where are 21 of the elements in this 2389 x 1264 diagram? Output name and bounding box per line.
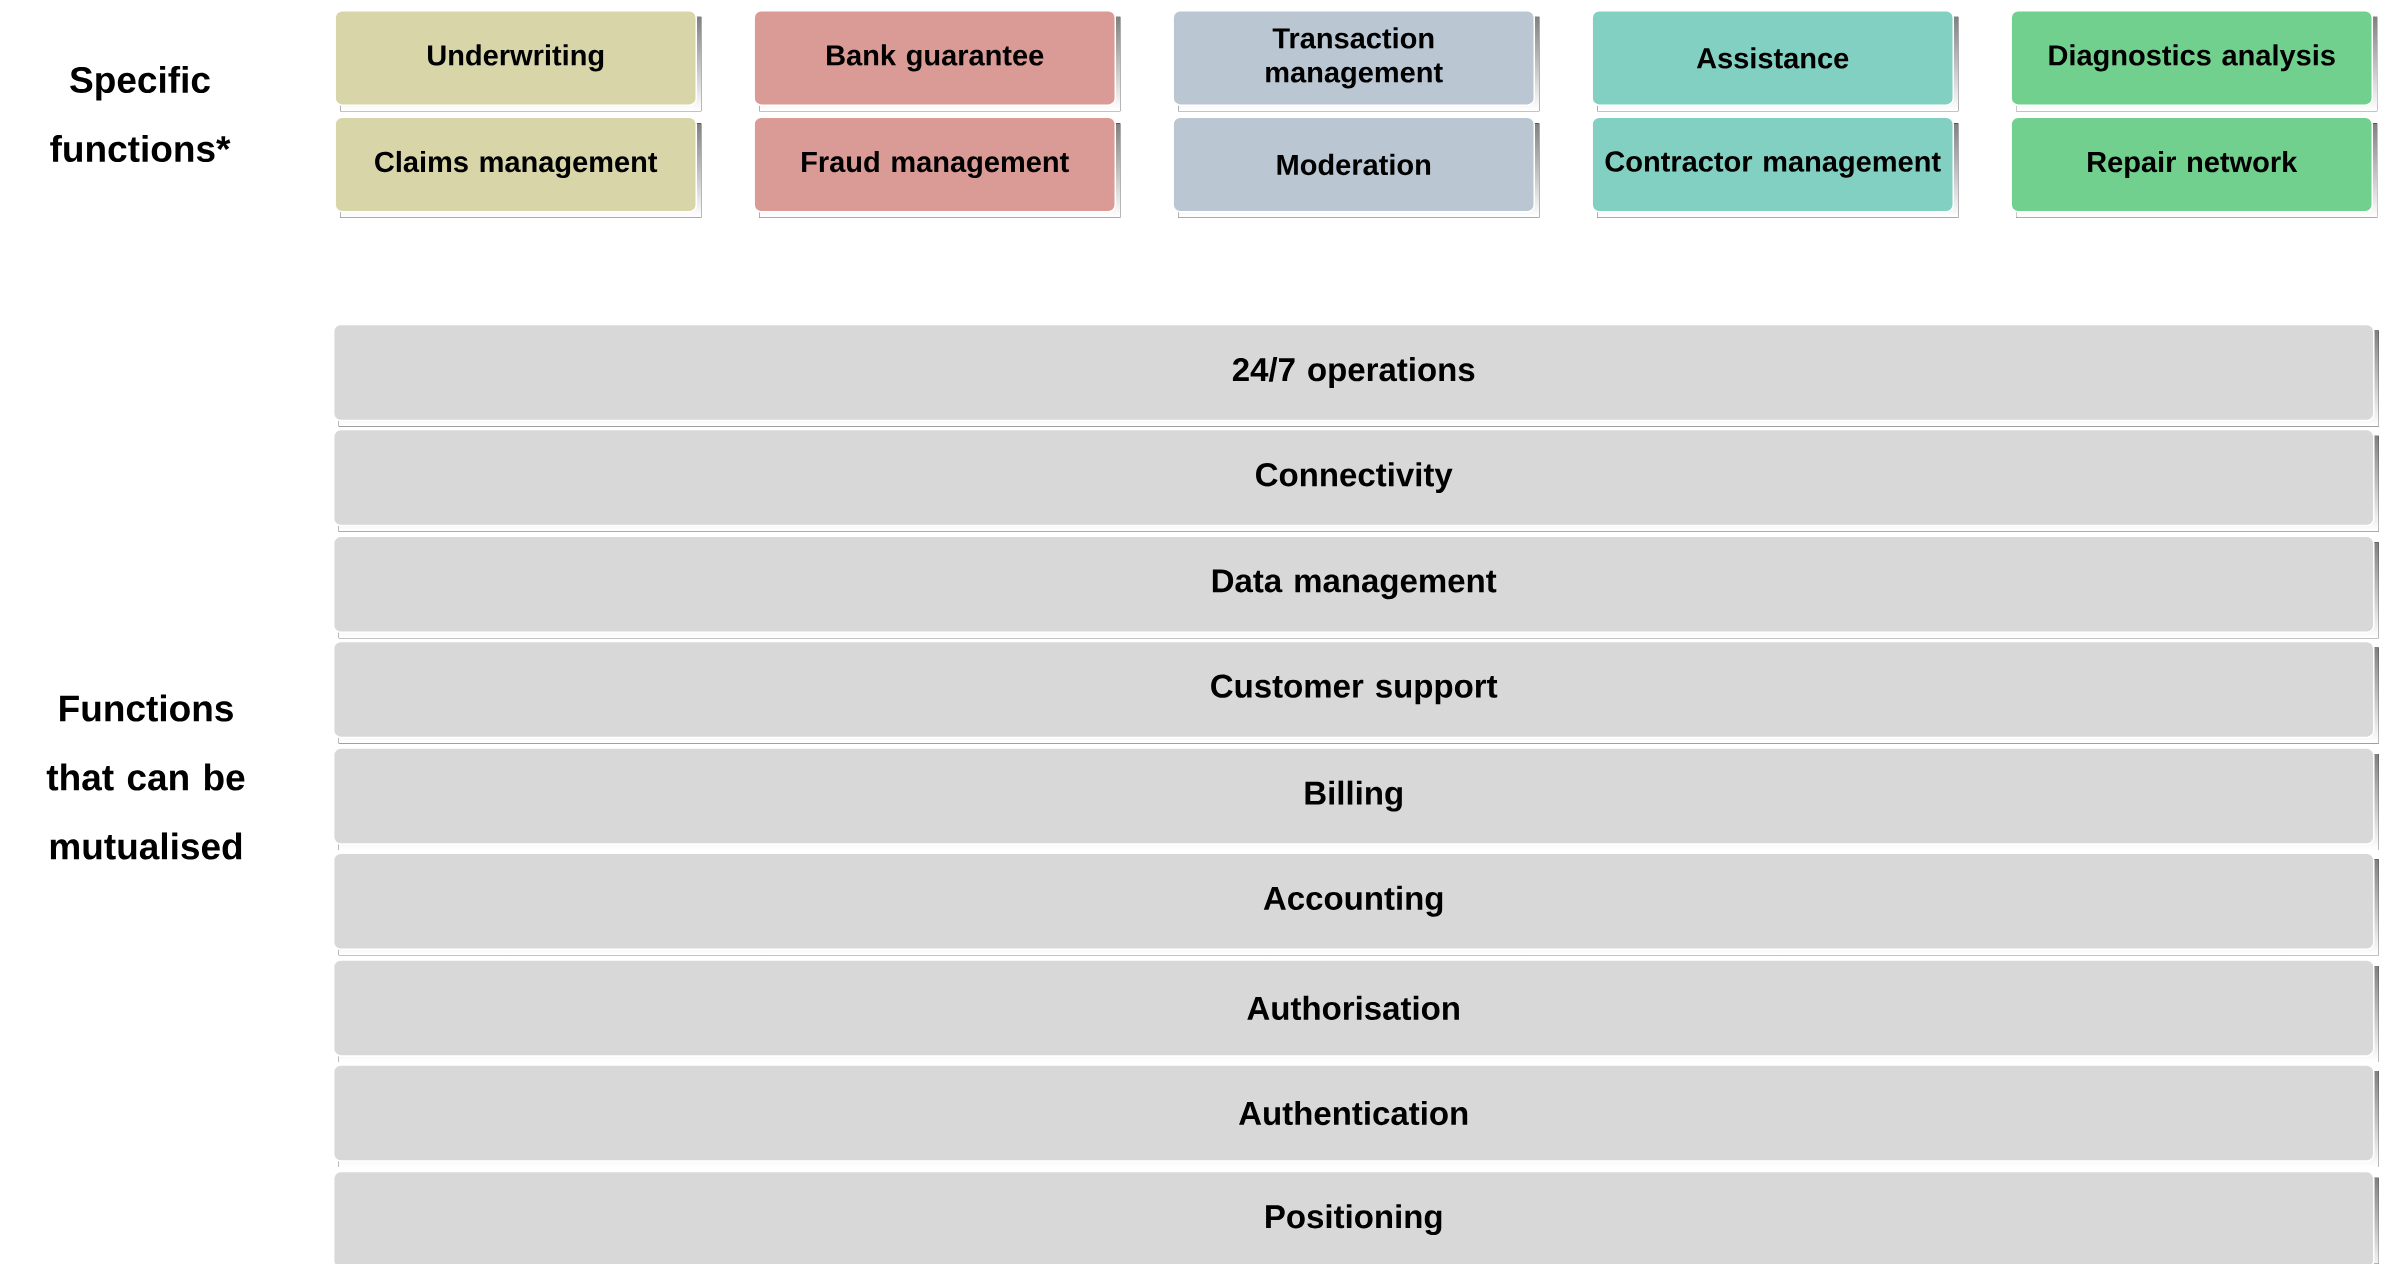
layer-band: Accounting [332,852,2379,956]
layer-band: Data management [332,535,2379,639]
function-box: Transaction management [1172,9,1540,112]
row-heading: Specific functions* [50,65,231,163]
layer-band: 24/7 operations [332,323,2379,427]
function-box: Moderation [1172,116,1540,218]
function-box: Claims management [334,116,702,218]
row-heading: Functions that can be mutualised [46,694,245,860]
function-box: Diagnostics analysis [2010,9,2378,112]
layer-band: Authentication [332,1064,2379,1167]
function-box: Bank guarantee [753,9,1121,112]
layer-band: Billing [332,747,2379,851]
function-box: Repair network [2010,116,2378,218]
function-box: Fraud management [753,116,1121,218]
layer-band: Connectivity [332,428,2379,532]
function-box: Contractor management [1591,116,1959,218]
function-box: Assistance [1591,9,1959,112]
layer-band: Customer support [332,640,2379,744]
function-box: Underwriting [334,9,702,112]
layer-band: Authorisation [332,959,2379,1062]
layer-band: Positioning [332,1170,2379,1264]
